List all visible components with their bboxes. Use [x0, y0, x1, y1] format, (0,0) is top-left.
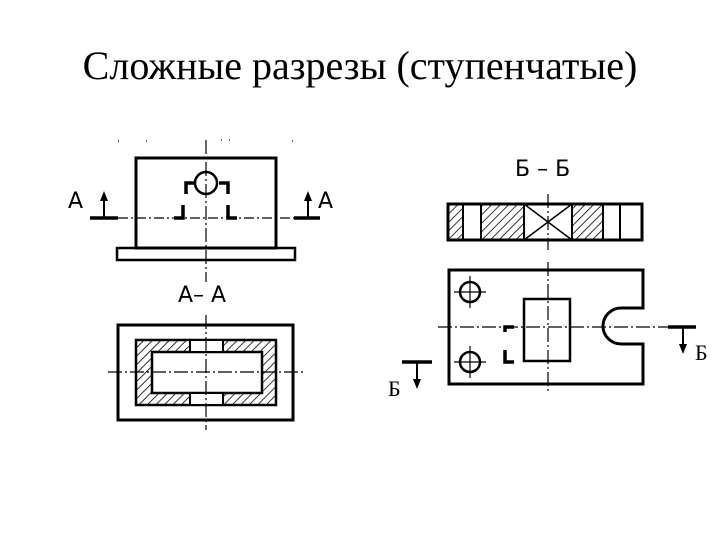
cut-label-b-left: Б [388, 376, 401, 401]
section-b-outline [446, 202, 644, 242]
cut-plane-steps [174, 181, 237, 220]
plate-outline [447, 268, 645, 386]
top-view-b [402, 262, 696, 392]
section-title-b: Б – Б [515, 157, 570, 182]
cut-label-a-right: А [318, 189, 333, 214]
hatched-wall [136, 340, 276, 405]
section-a-view [108, 315, 303, 430]
boss-rect [522, 297, 572, 363]
slide-title: Сложные разрезы (ступенчатые) [82, 43, 638, 88]
scan-dots [118, 139, 293, 142]
front-view-a [90, 139, 320, 282]
section-title-a: А– А [178, 283, 226, 308]
section-b-view [446, 194, 644, 250]
cut-plane-steps-b [503, 325, 514, 364]
cut-label-a-left: А [68, 189, 83, 214]
cut-label-b-right: Б [695, 340, 708, 365]
